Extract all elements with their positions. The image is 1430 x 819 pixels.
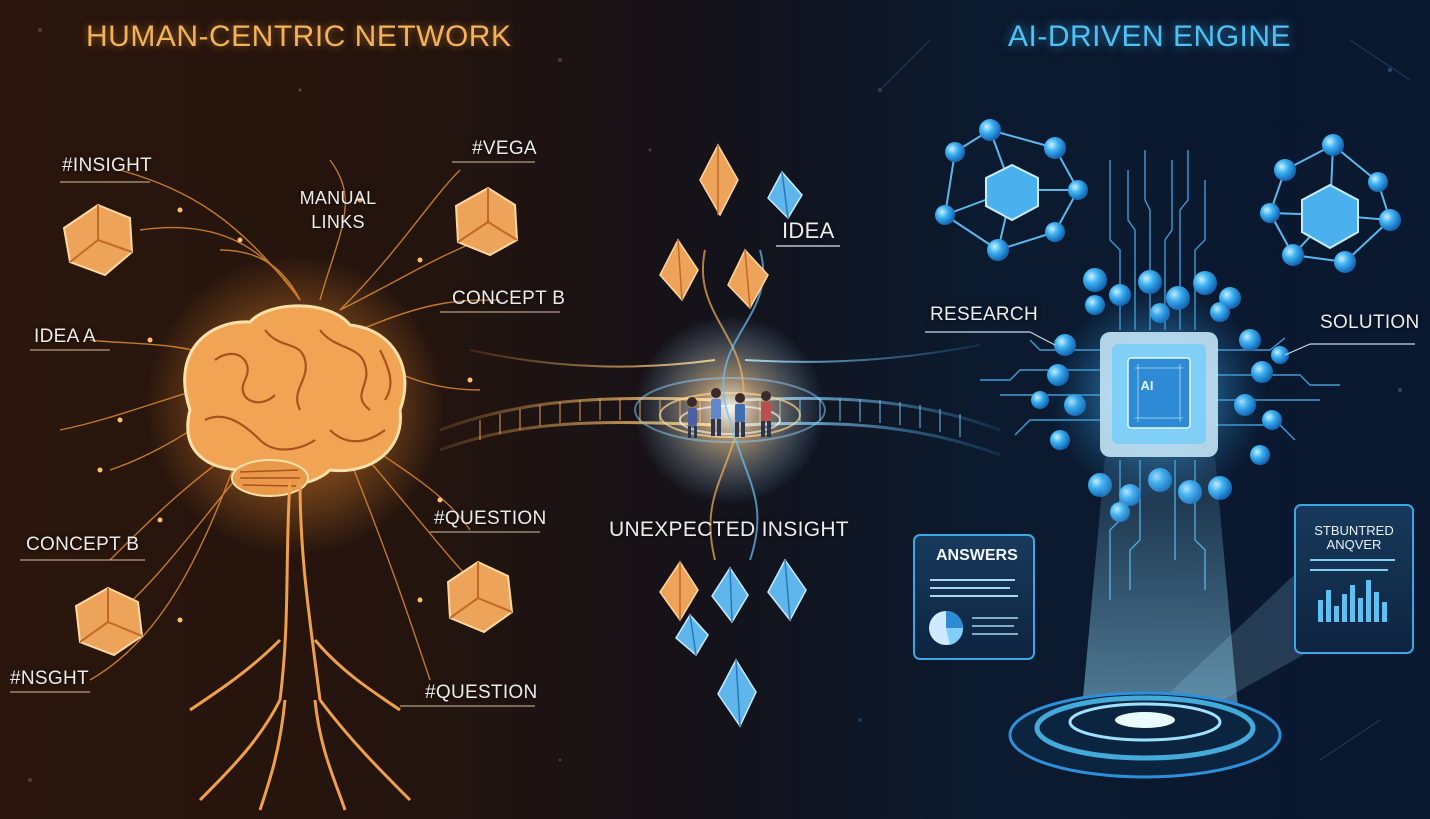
chip-label: AI [1140,378,1154,393]
brain-roots [189,479,412,811]
label-question-bottom: #QUESTION [425,682,538,703]
crystal-top-orange-2 [659,238,699,302]
crystal-bottom-blue-3 [675,613,709,657]
answers-card [913,534,1035,660]
crystal-question [446,560,514,634]
bar-icon [1318,580,1387,622]
projection-beam [1130,560,1330,735]
crystal-insight [62,203,134,277]
light-beam [1080,457,1240,730]
label-idea-a: IDEA A [34,326,97,347]
pedestal [1008,691,1282,779]
label-unexpected-insight: UNEXPECTED INSIGHT [609,518,849,541]
crystal-bottom-orange [659,560,699,622]
cluster-research-core [985,163,1039,222]
brain-icon [183,304,407,497]
label-solution: SOLUTION [1320,312,1420,333]
label-idea: IDEA [782,218,835,243]
crystal-top-orange-3 [727,248,769,310]
label-insight: #INSIGHT [62,155,153,176]
label-research: RESEARCH [930,304,1038,325]
crystal-bottom-blue-2 [767,558,807,622]
crystal-vega [454,186,519,257]
answers-card-title: ANSWERS [936,547,1018,564]
crystal-bottom-blue-1 [711,566,749,624]
structured-card-title: STBUNTRED ANQVER [1314,523,1394,552]
left-panel-title: HUMAN-CENTRIC NETWORK [86,20,512,53]
label-concept-b-top: CONCEPT B [452,288,566,309]
center-glow [635,315,825,505]
crystal-top-orange-1 [699,143,739,217]
label-concept-b-bottom: CONCEPT B [26,534,140,555]
structured-answer-card [1294,504,1414,654]
label-vega: #VEGA [472,138,537,159]
label-manual-links: MANUAL LINKS [299,188,377,232]
crystal-top-blue-1 [767,170,803,220]
people-group [687,388,771,438]
right-leader-lines [925,331,1415,356]
right-panel-title: AI-DRIVEN ENGINE [1008,20,1292,53]
label-nsight: #NSGHT [10,668,89,689]
chip-core [1127,357,1191,429]
star-field [28,28,1411,782]
tendril-dots [97,197,473,623]
label-question-top: #QUESTION [434,508,547,529]
left-leader-lines [10,161,560,707]
cluster-solution-core [1301,183,1359,250]
crystal-nsight [74,586,144,657]
crystal-bottom-blue-4 [717,658,757,728]
